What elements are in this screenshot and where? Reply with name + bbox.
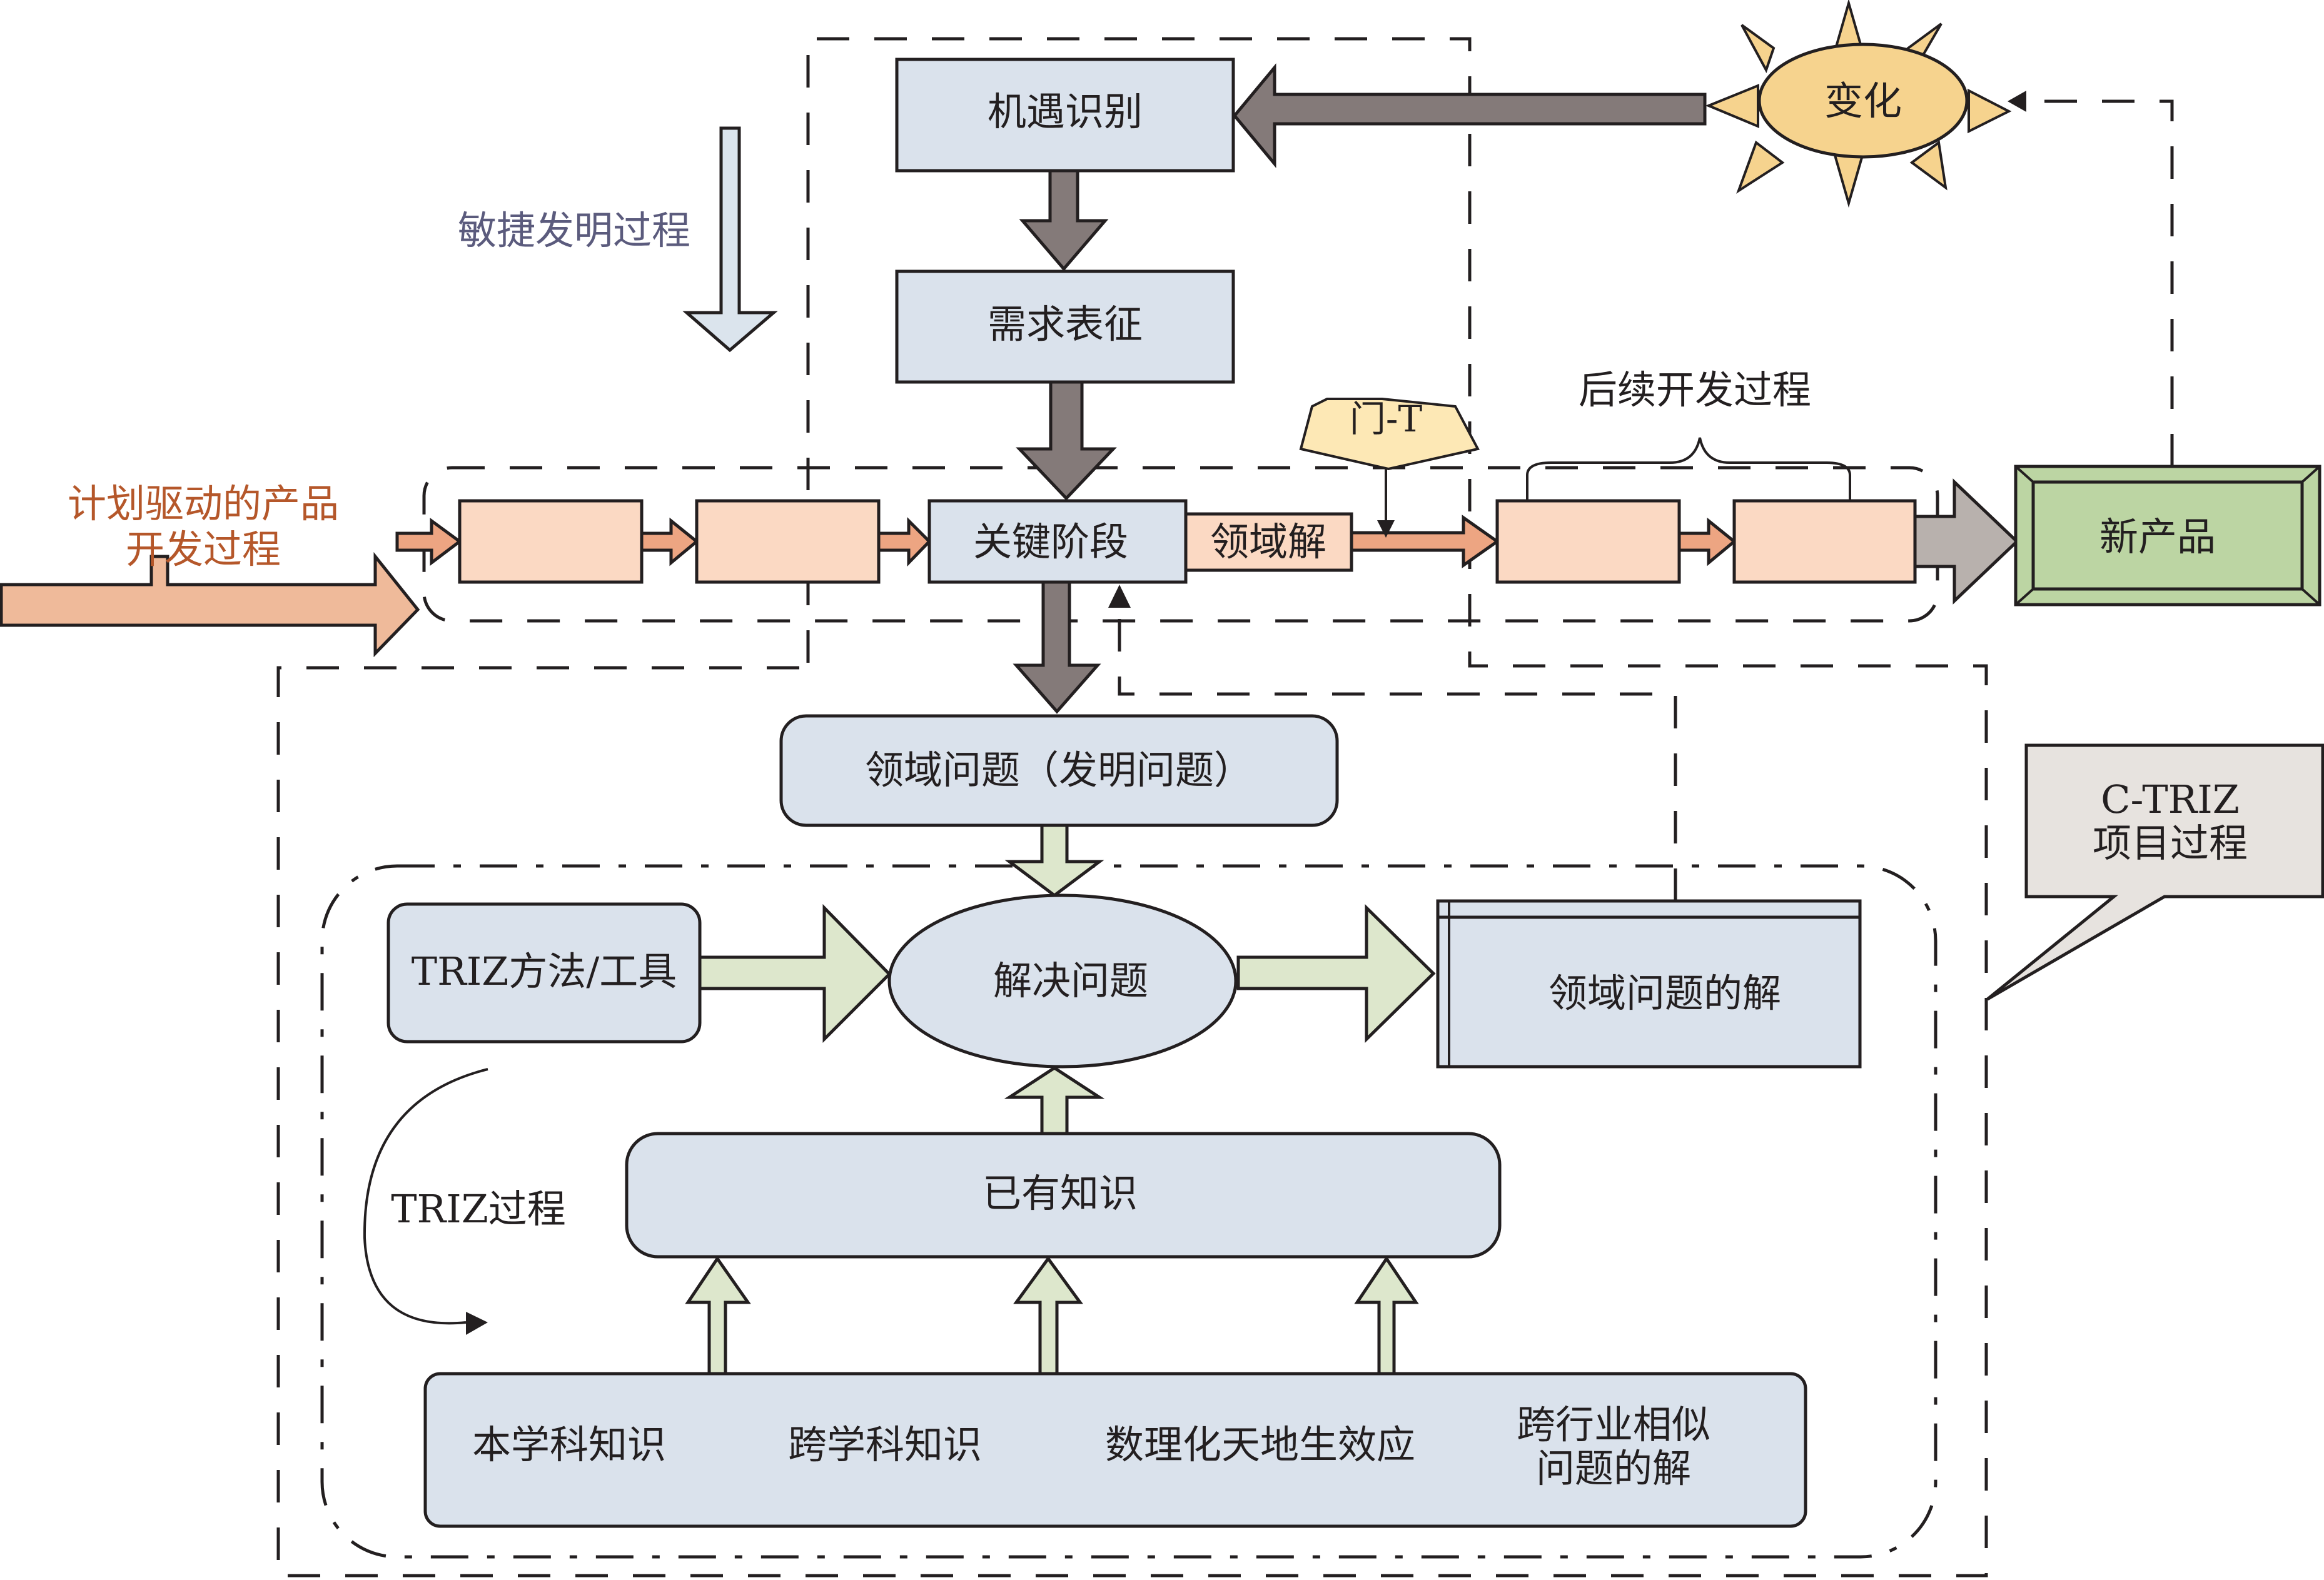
flow-arrow bbox=[1677, 517, 1737, 566]
existing-knowledge-box bbox=[625, 1132, 1502, 1259]
domain-problem-label: 领域问题（发明问题） bbox=[865, 747, 1253, 793]
source-to-knowledge-arrow bbox=[685, 1255, 751, 1376]
new-product-box bbox=[2014, 465, 2321, 606]
arrowhead-icon bbox=[466, 1312, 488, 1335]
subsequent-dev-brace bbox=[1526, 437, 1851, 500]
key-stage-label: 关键阶段 bbox=[973, 519, 1128, 565]
problem-to-solve-arrow bbox=[1004, 823, 1104, 898]
gate-label: 门-T bbox=[1350, 398, 1423, 440]
stage-box-4 bbox=[1732, 499, 1917, 584]
tools-to-solve-arrow bbox=[698, 903, 892, 1044]
change-sun-icon bbox=[1705, 0, 2012, 208]
ctriz-callout-line1: C-TRIZ bbox=[2101, 777, 2240, 822]
new-product-label: 新产品 bbox=[2099, 514, 2216, 560]
agile-region-boundary bbox=[276, 37, 1988, 1577]
flow-arrow bbox=[1350, 515, 1500, 568]
opportunity-identification-box bbox=[895, 58, 1235, 173]
triz-process-label: TRIZ过程 bbox=[391, 1186, 566, 1232]
knowledge-source-label: 本学科知识 bbox=[472, 1422, 666, 1467]
arrowhead-icon bbox=[1377, 520, 1395, 538]
plan-driven-input-arrow bbox=[0, 551, 420, 658]
arrowhead-icon bbox=[1108, 585, 1131, 608]
opportunity-identification-label: 机遇识别 bbox=[988, 89, 1143, 134]
source-to-knowledge-arrow bbox=[1354, 1255, 1419, 1376]
agile-invention-label: 敏捷发明过程 bbox=[458, 208, 690, 253]
domain-problem-solution-label: 领域问题的解 bbox=[1548, 970, 1781, 1016]
triz-region-boundary bbox=[320, 864, 1938, 1559]
knowledge-source-label: 数理化天地生效应 bbox=[1105, 1422, 1415, 1467]
domain-solution-box bbox=[1184, 512, 1353, 572]
solve-to-solution-arrow bbox=[1236, 904, 1436, 1043]
knowledge-source-label-line2: 问题的解 bbox=[1536, 1446, 1691, 1491]
triz-methods-tools-label: TRIZ方法/工具 bbox=[412, 949, 677, 994]
stage-box-2 bbox=[695, 499, 881, 584]
triz-process-curve bbox=[363, 1068, 488, 1325]
requirement-representation-box bbox=[895, 269, 1235, 384]
requirement-to-keystage-arrow bbox=[1016, 380, 1117, 501]
to-new-product-arrow bbox=[1913, 478, 2019, 605]
solution-feedback-connector bbox=[1118, 610, 1677, 901]
stage-box-3 bbox=[1495, 499, 1681, 584]
ctriz-callout-line2: 项目过程 bbox=[2093, 820, 2248, 866]
flow-arrow bbox=[877, 516, 932, 567]
domain-problem-solution-box bbox=[1436, 899, 1862, 1069]
solve-problem-ellipse bbox=[887, 893, 1238, 1069]
new-product-to-change-connector bbox=[2023, 99, 2174, 466]
stage-box-1 bbox=[458, 499, 644, 584]
subsequent-dev-label: 后续开发过程 bbox=[1579, 367, 1811, 413]
requirement-representation-label: 需求表征 bbox=[988, 301, 1143, 347]
existing-knowledge-label: 已有知识 bbox=[983, 1170, 1138, 1216]
knowledge-source-label: 跨学科知识 bbox=[788, 1422, 982, 1467]
plan-driven-label-line2: 开发过程 bbox=[126, 526, 281, 572]
change-label: 变化 bbox=[1824, 78, 1902, 124]
domain-solution-label: 领域解 bbox=[1210, 519, 1326, 565]
arrowhead-icon bbox=[2008, 91, 2026, 112]
source-to-knowledge-arrow bbox=[1013, 1255, 1083, 1376]
opportunity-to-requirement-arrow bbox=[1019, 169, 1109, 271]
solve-problem-label: 解决问题 bbox=[993, 958, 1148, 1004]
change-to-opportunity-arrow bbox=[1232, 63, 1707, 168]
keystage-to-problem-arrow bbox=[1013, 580, 1101, 714]
knowledge-source-label-line1: 跨行业相似 bbox=[1517, 1402, 1710, 1447]
agile-invention-arrow bbox=[682, 126, 778, 353]
flow-arrow bbox=[640, 517, 699, 566]
flow-arrow bbox=[395, 518, 463, 566]
knowledge-to-solve-arrow bbox=[1004, 1066, 1105, 1135]
plan-driven-label-line1: 计划驱动的产品 bbox=[68, 481, 339, 526]
knowledge-sources-box bbox=[423, 1372, 1807, 1528]
ctriz-callout bbox=[1986, 743, 2324, 1001]
gate-pentagon bbox=[1299, 398, 1480, 471]
